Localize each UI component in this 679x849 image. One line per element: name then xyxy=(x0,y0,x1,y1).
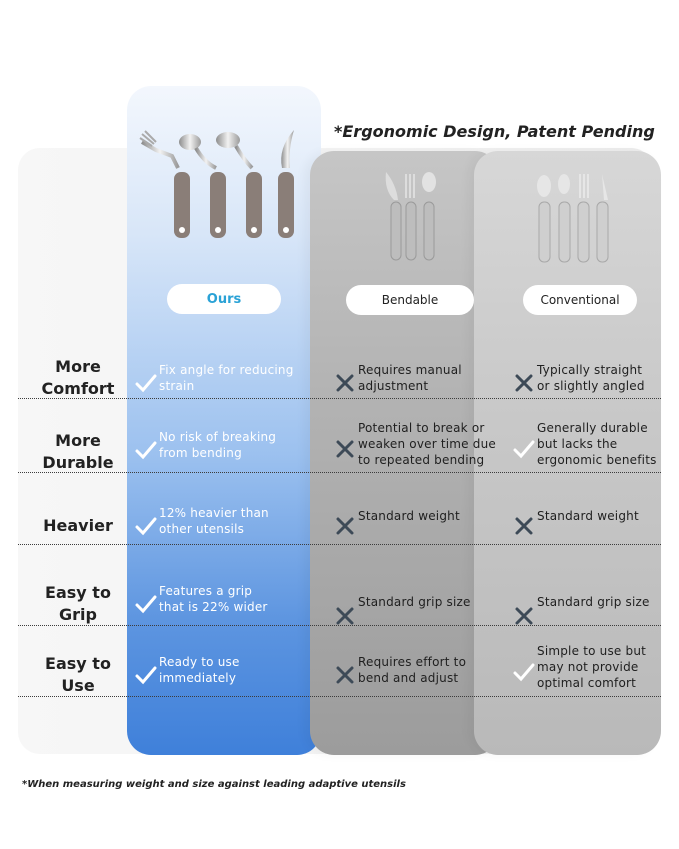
conventional-cell-grip: Standard grip size xyxy=(512,582,650,628)
bendable-utensils-image xyxy=(385,172,436,261)
conventional-label-pill: Conventional xyxy=(523,285,637,315)
ours-label-pill: Ours xyxy=(167,284,281,314)
bendable-cell-heavier: Standard weight xyxy=(333,504,460,538)
check-icon xyxy=(513,663,535,682)
feature-label-heavier: Heavier xyxy=(43,516,113,535)
conventional-utensils-image xyxy=(537,174,609,263)
check-icon xyxy=(135,441,157,460)
cross-icon xyxy=(336,517,354,535)
check-icon xyxy=(135,666,157,685)
conventional-cell-heavier: Standard weight xyxy=(512,504,639,538)
footnote: *When measuring weight and size against … xyxy=(22,779,406,790)
cross-icon xyxy=(336,440,354,458)
check-icon xyxy=(135,517,157,536)
row-divider xyxy=(18,696,661,697)
row-divider xyxy=(18,625,661,626)
row-divider xyxy=(18,398,661,399)
cross-icon xyxy=(336,666,354,684)
check-icon xyxy=(135,374,157,393)
row-divider xyxy=(18,472,661,473)
check-icon xyxy=(513,440,535,459)
row-divider xyxy=(18,544,661,545)
bendable-label-pill: Bendable xyxy=(346,285,474,315)
cross-icon xyxy=(515,517,533,535)
check-icon xyxy=(135,595,157,614)
cross-icon xyxy=(336,607,354,625)
bendable-cell-grip: Standard grip size xyxy=(333,582,471,628)
cross-icon xyxy=(336,374,354,392)
ours-utensils-image xyxy=(139,130,294,238)
tagline: *Ergonomic Design, Patent Pending xyxy=(334,122,655,141)
cross-icon xyxy=(515,374,533,392)
cross-icon xyxy=(515,607,533,625)
